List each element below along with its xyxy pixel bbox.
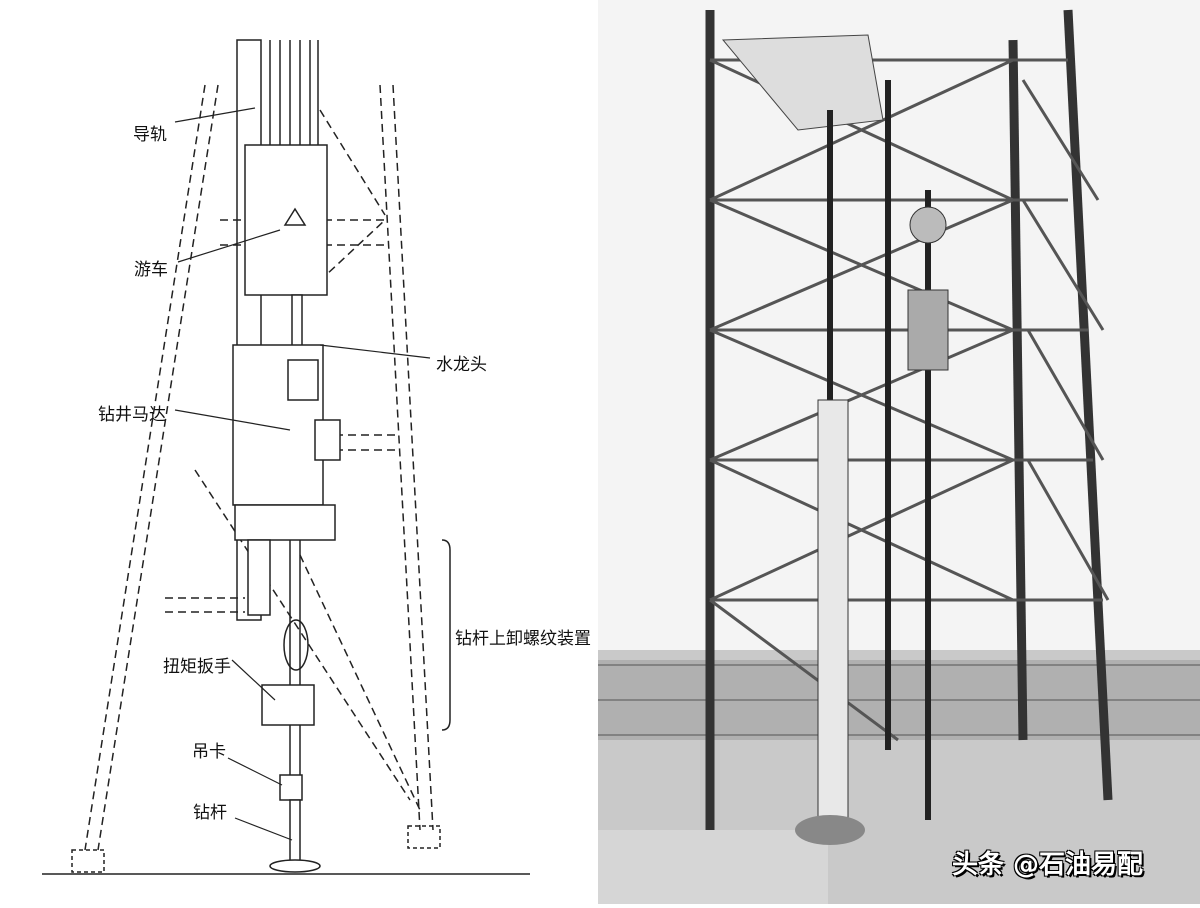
pipe-handler-arm (817, 399, 849, 821)
derrick-3d-image (598, 9, 1200, 904)
crown-platform (721, 34, 884, 131)
guide-rail (236, 39, 262, 621)
link-arm (283, 619, 309, 671)
label-pipe-handler: 钻杆上卸螺纹装置 (455, 629, 591, 649)
label-swivel: 水龙头 (436, 355, 487, 375)
label-drill-pipe: 钻杆 (193, 803, 227, 823)
pulley (909, 206, 947, 244)
derrick-rendering: 头条 @石油易配 (598, 0, 1200, 904)
leader-lines (174, 107, 431, 841)
derrick-bracing (709, 58, 1110, 742)
label-elevator: 吊卡 (192, 742, 226, 762)
torque-wrench (261, 684, 315, 726)
label-guide-rail: 导轨 (133, 125, 167, 145)
watermark: 头条 @石油易配 (952, 850, 1144, 880)
elevator (279, 774, 303, 801)
traveling-block (244, 144, 328, 296)
derrick-legs (705, 9, 1113, 830)
label-drilling-motor: 钻井马达 (98, 405, 166, 425)
top-drive-schematic (42, 39, 530, 875)
schematic-drawing: 导轨 游车 水龙头 钻井马达 钻杆上卸螺纹装置 扭矩扳手 吊卡 钻杆 (0, 0, 600, 904)
drill-pipe (289, 799, 301, 863)
label-torque-wrench: 扭矩扳手 (163, 657, 231, 677)
cables (269, 40, 319, 145)
rotary-table (795, 815, 865, 845)
label-traveling-block: 游车 (134, 260, 168, 280)
top-drive-unit (907, 289, 949, 371)
